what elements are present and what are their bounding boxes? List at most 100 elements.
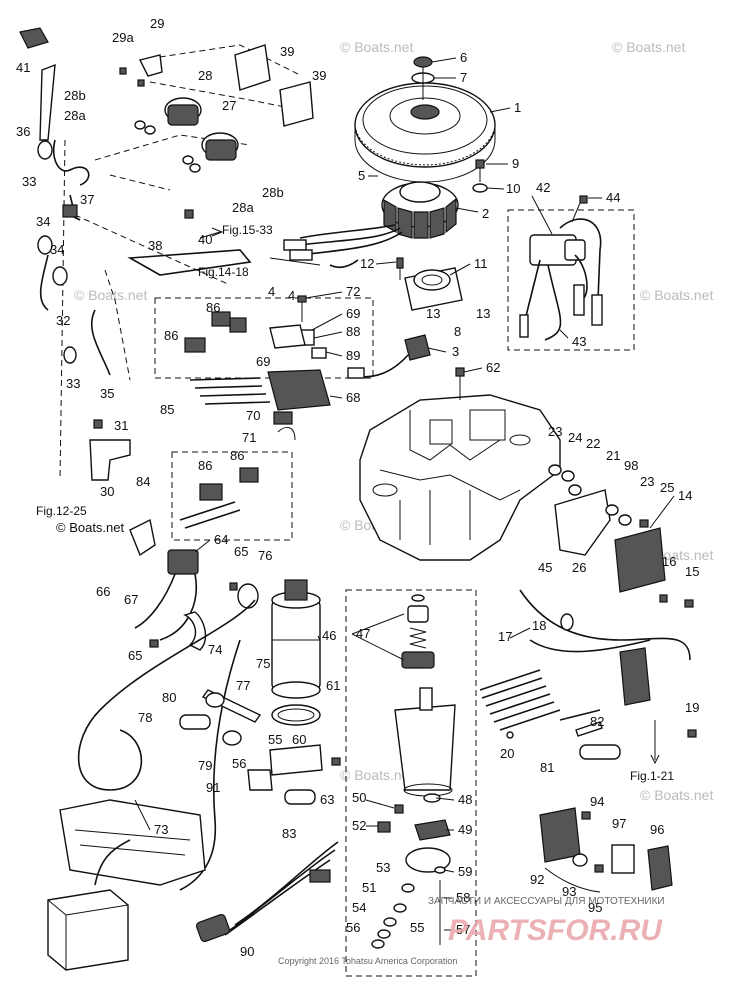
callout: 86	[164, 328, 178, 343]
nut-52	[377, 821, 391, 833]
callout: 15	[685, 564, 699, 579]
terminal-group-box	[154, 297, 374, 379]
callout: 77	[236, 678, 250, 693]
callout: 86	[230, 448, 244, 463]
callout: 80	[162, 690, 176, 705]
brush-49	[414, 819, 451, 841]
callout: 68	[346, 390, 360, 405]
callout: 81	[540, 760, 554, 775]
callout: 69	[256, 354, 270, 369]
callout: 30	[100, 484, 114, 499]
callout-leaders	[134, 57, 675, 931]
callout: 29	[150, 16, 164, 31]
cap-80	[205, 692, 225, 708]
callout: 26	[572, 560, 586, 575]
callout: 8	[454, 324, 461, 339]
callout: 23	[640, 474, 654, 489]
callout: 55	[268, 732, 282, 747]
ad-brand-logo: PARTSFOR.RU	[448, 914, 663, 947]
crankcase	[359, 394, 561, 561]
callout: 46	[322, 628, 336, 643]
callout: 35	[100, 386, 114, 401]
end-cap-53	[405, 847, 451, 873]
callout: 95	[588, 900, 602, 915]
callout: 58	[456, 890, 470, 905]
pulser-coil-base	[404, 267, 463, 311]
callout: 78	[138, 710, 152, 725]
bracket-29	[119, 54, 163, 87]
callout: 11	[474, 256, 488, 271]
callout: 60	[292, 732, 306, 747]
callout: 22	[586, 436, 600, 451]
callout: 28a	[64, 108, 86, 123]
callout: 88	[346, 324, 360, 339]
callout: 94	[590, 794, 604, 809]
callout: 28	[198, 68, 212, 83]
callout: 43	[572, 334, 586, 349]
callout: 61	[326, 678, 340, 693]
callout: 18	[532, 618, 546, 633]
figure-reference: Fig.15-33	[222, 223, 273, 237]
callout: 65	[234, 544, 248, 559]
callout: 84	[136, 474, 150, 489]
callout: 33	[66, 376, 80, 391]
callout: 76	[258, 548, 272, 563]
callout: 40	[198, 232, 212, 247]
callout: 17	[498, 629, 512, 644]
callout: 14	[678, 488, 692, 503]
callout: 67	[124, 592, 138, 607]
callout: 72	[346, 284, 360, 299]
figure-reference: Fig.1-21	[630, 769, 674, 783]
callout: 41	[16, 60, 30, 75]
callout: 85	[160, 402, 174, 417]
callout: 44	[606, 190, 620, 205]
callout: 55	[410, 920, 424, 935]
cable-73b	[179, 639, 241, 891]
callout: 65	[128, 648, 142, 663]
watermark: © Boats.net	[612, 39, 685, 55]
callout: 39	[280, 44, 294, 59]
figure-reference: Fig.14-18	[198, 265, 249, 279]
rubber-boot-41	[19, 27, 56, 141]
cap-76	[237, 583, 259, 609]
boot-74	[183, 611, 207, 651]
callout: 20	[500, 746, 514, 761]
flywheel	[354, 82, 496, 183]
callout: 86	[198, 458, 212, 473]
starter-drive-parts	[394, 594, 456, 803]
callout: 7	[460, 70, 467, 85]
ignition-coil-group-box	[507, 209, 635, 351]
starter-motor-group-box	[345, 589, 477, 977]
battery-cable-73	[77, 599, 256, 791]
bracket-21	[554, 489, 611, 556]
callout: 56	[346, 920, 360, 935]
callout: 28b	[262, 185, 284, 200]
callout: 2	[482, 206, 489, 221]
key-switch-cluster	[134, 97, 239, 173]
callout: 49	[458, 822, 472, 837]
callout: 12	[360, 256, 374, 271]
callout: 9	[512, 156, 519, 171]
ad-tagline: ЗАПЧАСТИ И АКСЕССУАРЫ ДЛЯ МОТОТЕХНИКИ	[428, 896, 665, 907]
terminals	[184, 311, 327, 359]
callout: 69	[346, 306, 360, 321]
callout: 34	[36, 214, 50, 229]
rectifier-92	[539, 807, 581, 863]
plug-90	[196, 913, 230, 943]
callout: 36	[16, 124, 30, 139]
callout: 23	[548, 424, 562, 439]
callout: 33	[22, 174, 36, 189]
watermarks: © Boats.net © Boats.net © Boats.net © Bo…	[74, 39, 713, 803]
stator	[381, 181, 459, 239]
callout: 90	[240, 944, 254, 959]
watermark: © Boats.net	[640, 287, 713, 303]
relay-64	[167, 549, 199, 575]
bracket-60	[269, 744, 323, 776]
watermark: © Boats.net	[340, 39, 413, 55]
callout: 25	[660, 480, 674, 495]
callout: 98	[624, 458, 638, 473]
callout: 57	[456, 922, 470, 937]
callout: 71	[242, 430, 256, 445]
callout: 73	[154, 822, 168, 837]
